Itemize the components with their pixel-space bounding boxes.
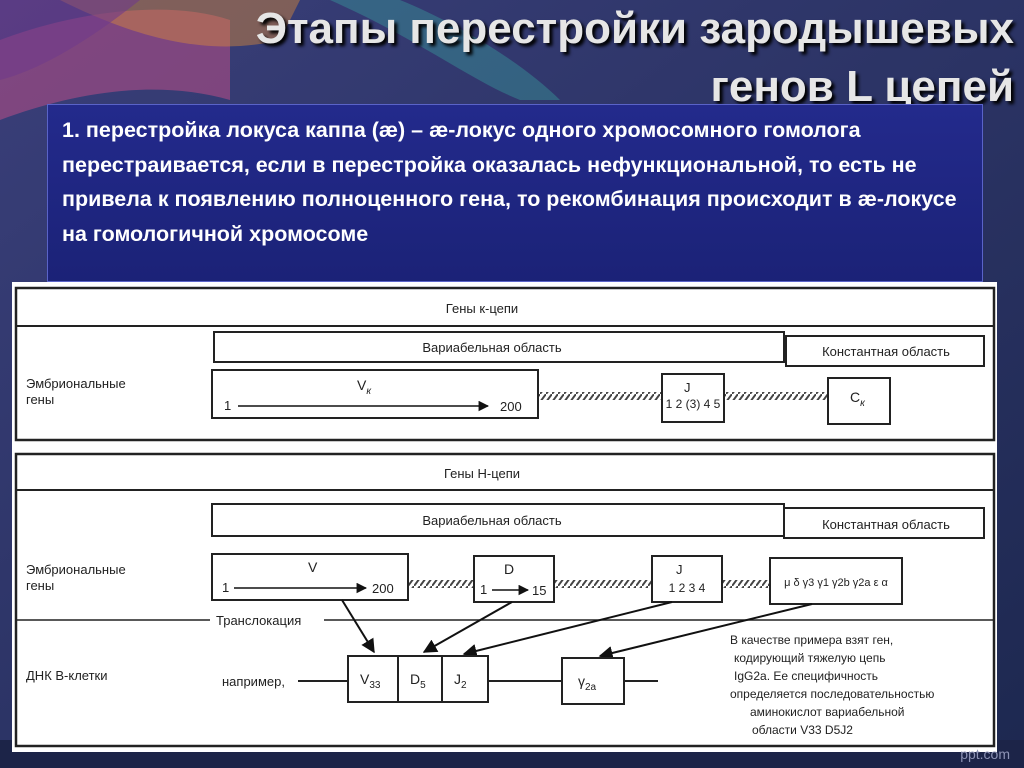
kappa-v-start: 1	[224, 398, 231, 413]
translocation-label: Транслокация	[216, 613, 301, 628]
description-box: 1. перестройка локуса каппа (æ) – æ-локу…	[47, 104, 983, 282]
watermark: ppt.com	[960, 746, 1010, 762]
note-line-5: аминокислот вариабельной	[750, 705, 905, 719]
heavy-spacer-1	[408, 580, 474, 588]
heavy-d-label: D	[504, 561, 514, 577]
v33-box	[347, 655, 399, 703]
heavy-d-start: 1	[480, 582, 487, 597]
gene-diagram: Гены к-цепи Вариабельная область Констан…	[12, 282, 997, 752]
kappa-j-numbers: 1 2 (3) 4 5	[666, 397, 721, 411]
bcell-label: ДНК В-клетки	[26, 668, 108, 683]
heavy-v-box	[211, 553, 409, 601]
kappa-header-box	[15, 287, 995, 327]
heavy-row-label-2: гены	[26, 578, 54, 593]
d5-label: D5	[410, 671, 426, 691]
kappa-c-box	[827, 377, 891, 425]
heavy-v-label: V	[308, 559, 318, 575]
gene-diagram-svg: Гены к-цепи Вариабельная область Констан…	[14, 286, 996, 748]
kappa-spacer-2	[724, 392, 828, 400]
heavy-row-label-1: Эмбриональные	[26, 562, 126, 577]
g2a-box	[561, 657, 625, 705]
description-text: 1. перестройка локуса каппа (æ) – æ-локу…	[62, 118, 957, 246]
note-line-6: области V33 D5J2	[752, 723, 853, 737]
heavy-j-label: J	[676, 562, 683, 577]
kappa-constant-box	[785, 335, 985, 367]
heavy-c-box	[769, 557, 903, 605]
title-line-2: генов L цепей	[710, 62, 1014, 111]
heavy-constant-label: Константная область	[822, 517, 950, 532]
arrow-v-to-v33	[341, 599, 375, 654]
d5-box	[397, 655, 443, 703]
kappa-spacer-1	[538, 392, 662, 400]
arrow-d-to-d5	[422, 601, 513, 653]
note-line-2: кодирующий тяжелую цепь	[734, 651, 885, 665]
kappa-row-label-1: Эмбриональные	[26, 376, 126, 391]
heavy-d-box	[473, 555, 555, 603]
title-line-1: Этапы перестройки зародышевых	[255, 4, 1014, 53]
note-line-4: определяется последовательностью	[730, 687, 934, 701]
kappa-variable-box	[213, 331, 785, 363]
heavy-v-start: 1	[222, 580, 229, 595]
kappa-j-label: J	[684, 380, 691, 395]
heavy-j-box	[651, 555, 723, 603]
kappa-row-label-2: гены	[26, 392, 54, 407]
v33-label: V33	[360, 671, 381, 691]
arrow-c-to-g2a	[598, 603, 813, 660]
kappa-constant-label: Константная область	[822, 344, 950, 359]
heavy-spacer-3	[722, 580, 770, 588]
example-label: например,	[222, 674, 285, 689]
note-line-1: В качестве примера взят ген,	[730, 633, 893, 647]
kappa-header: Гены к-цепи	[446, 301, 518, 316]
arrow-j-to-j2	[462, 601, 673, 658]
heavy-constant-box	[783, 507, 985, 539]
heavy-d-end: 15	[532, 583, 546, 598]
j2-label: J2	[454, 671, 467, 691]
heavy-header-box	[15, 453, 995, 491]
g2a-label: γ2a	[578, 673, 597, 693]
kappa-v-box	[211, 369, 539, 419]
heavy-spacer-2	[554, 580, 652, 588]
kappa-v-end: 200	[500, 399, 522, 414]
heavy-c-label: μ δ γ3 γ1 γ2b γ2a ε α	[784, 577, 888, 589]
heavy-v-end: 200	[372, 581, 394, 596]
heavy-j-numbers: 1 2 3 4	[669, 581, 706, 595]
kappa-j-box	[661, 373, 725, 423]
heavy-variable-label: Вариабельная область	[422, 513, 562, 528]
slide-title: Этапы перестройки зародышевых генов L це…	[14, 0, 1014, 116]
kappa-variable-label: Вариабельная область	[422, 340, 562, 355]
heavy-header: Гены Н-цепи	[444, 466, 520, 481]
kappa-v-label: Vк	[357, 377, 372, 397]
kappa-c-label: Cк	[850, 389, 866, 409]
note-line-3: IgG2a. Ее специфичность	[734, 669, 878, 683]
j2-box	[441, 655, 489, 703]
